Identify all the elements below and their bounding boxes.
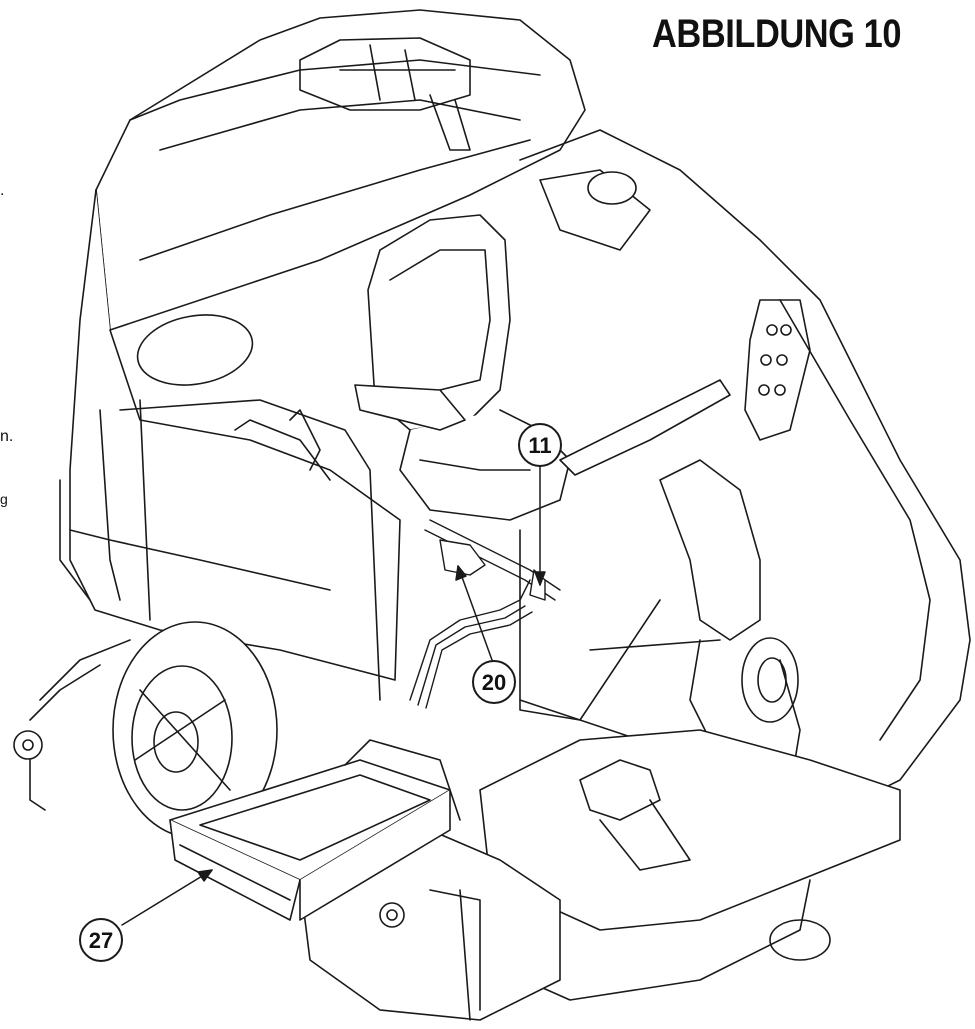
battery-tray bbox=[169, 739, 461, 921]
cropped-text-fragment: . bbox=[0, 182, 5, 199]
rear-tank bbox=[95, 9, 586, 386]
callout-27: 27 bbox=[79, 918, 123, 962]
callout-11: 11 bbox=[518, 423, 562, 467]
callout-20-arrowhead bbox=[455, 565, 467, 581]
callout-leaders bbox=[121, 465, 546, 926]
callout-20-leader bbox=[457, 565, 493, 661]
right-body-shell bbox=[519, 129, 971, 821]
callout-27-label: 27 bbox=[89, 928, 113, 953]
cropped-text-fragment: g bbox=[0, 491, 8, 507]
callout-11-arrowhead bbox=[534, 571, 546, 586]
operator-seat bbox=[354, 214, 571, 521]
left-side-panel bbox=[59, 189, 401, 701]
squeegee-assembly bbox=[13, 639, 131, 811]
callout-27-leader bbox=[121, 869, 213, 926]
cropped-text-fragment: n. bbox=[0, 428, 14, 445]
callout-11-label: 11 bbox=[528, 433, 551, 458]
rear-wheel bbox=[112, 621, 278, 839]
callout-20-label: 20 bbox=[482, 670, 506, 695]
figure-title: ABBILDUNG 10 bbox=[652, 12, 902, 56]
callout-27-arrowhead bbox=[197, 869, 213, 882]
callout-20: 20 bbox=[472, 660, 516, 704]
front-deck bbox=[479, 729, 901, 1001]
